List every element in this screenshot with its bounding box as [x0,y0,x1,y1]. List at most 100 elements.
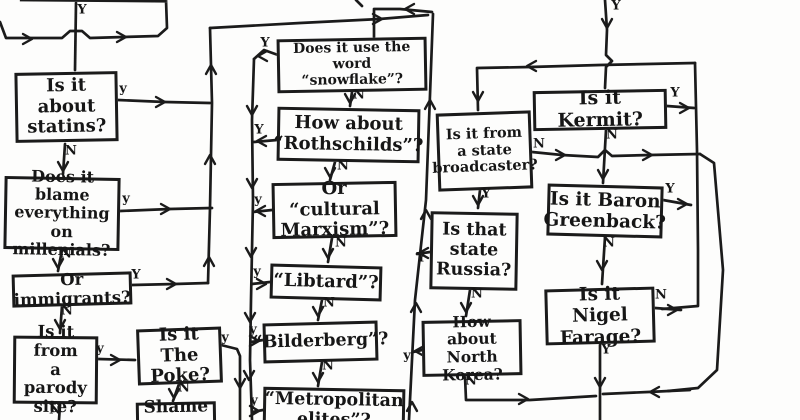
edge-label-y: y [403,348,411,364]
arrowhead-right [678,101,691,115]
node-rothschilds: How about “Rothschilds”? [273,106,424,164]
arrowhead-down [471,90,485,103]
arrowhead-down [245,104,259,117]
edge-label-N: N [335,235,347,251]
arrowhead-right [666,303,679,317]
edge-right-riser-inner [660,61,700,311]
edge-label-Y: Y [77,2,87,18]
edge-label-N: N [49,402,61,418]
node-parody: Is it from a parody site? [12,322,99,416]
node-label: Does it use the word “snowflake”? [292,39,411,89]
edge-label-y: y [254,192,262,208]
edge-right-riser-outer [666,152,725,393]
edge-label-Y: Y [601,342,611,358]
node-met-elites: “Metropolitan elites”? [262,386,406,420]
edge-label-N: N [655,287,667,303]
node-label: “Libtard”? [273,269,379,294]
node-label: “Bilderberg”? [252,329,389,353]
arrowhead-right [255,277,268,291]
arrowhead-down [459,301,473,314]
edge-label-N: N [603,235,615,251]
arrowhead-left [256,49,269,63]
edge-label-y: y [221,330,229,346]
arrowhead-up [423,98,437,111]
node-label: Shame on [143,396,209,420]
arrowhead-left [254,204,267,218]
arrowhead-left [413,344,426,358]
arrowhead-down [471,194,485,207]
edge-mid-dropline [248,57,256,420]
edge-label-N: N [60,246,72,262]
arrowhead-down [311,305,325,318]
node-statins: Is it about statins? [14,71,119,143]
edge-label-N: N [322,358,334,374]
arrowhead-right [154,95,167,109]
edge-label-Y: Y [611,0,621,14]
node-label: How about “Rothschilds”? [273,112,424,157]
arrowhead-down [53,318,67,331]
arrowhead-up [419,208,433,221]
arrowhead-down [343,92,357,105]
edge-label-y: y [122,191,130,207]
edge-bottom-run-left [601,388,692,396]
arrowhead-down [323,166,337,179]
arrowhead-right [371,12,384,26]
node-shame: Shame on [135,396,217,420]
arrowhead-left [648,385,661,399]
node-snowflake: Does it use the word “snowflake”? [276,36,428,94]
edge-label-N: N [465,373,477,389]
arrowhead-up [405,400,419,413]
arrowhead-down [600,17,614,30]
edge-label-y: y [96,341,104,357]
node-millenials: Does it blame everything on millenials? [3,166,121,260]
node-marxism: Or “cultural Marxism”? [271,178,398,242]
edge-label-N: N [353,87,365,103]
edge-label-N: N [178,380,190,396]
edge-label-y: y [249,322,257,338]
arrowhead-right [517,392,530,406]
node-label: Or “cultural Marxism”? [280,178,390,242]
arrowhead-down [51,257,65,270]
node-greenback: Is it Baron Greenback? [543,183,666,239]
arrowhead-right [159,202,172,216]
arrowhead-right [109,353,122,367]
arrowhead-right [248,404,261,418]
arrowhead-down [311,371,325,384]
edge-top-connector [0,0,169,40]
arrowhead-up [203,153,217,166]
node-north-korea: How about North Korea? [421,311,523,384]
node-russia: Is that state Russia? [429,211,519,291]
arrowhead-right [641,148,654,162]
edge-parody-n [57,403,62,420]
node-farage: Is it Nigel Farage? [544,284,656,349]
edge-label-Y: Y [665,181,675,197]
edge-label-N: N [471,286,483,302]
edge-libtard-y [250,280,272,286]
edge-label-Y: Y [670,85,680,101]
node-label: Is it The Poke? [150,323,211,388]
node-kermit: Is it Kermit? [532,87,668,132]
arrowhead-down [245,177,259,190]
edge-greenback-n [600,235,607,286]
arrowhead-down [242,369,256,382]
node-poke: Is it The Poke? [136,323,223,388]
arrowhead-down [167,387,181,400]
edge-label-Y: Y [254,122,264,138]
edge-kermit-n [601,128,608,185]
edge-label-N: N [65,143,77,159]
edge-label-y: y [253,264,261,280]
arrowhead-right [554,148,567,162]
edge-label-N: N [323,295,335,311]
arrowhead-right [115,30,128,44]
edge-label-Y: Y [260,35,270,51]
arrowhead-up [204,63,218,76]
edge-top-mid-stub [354,0,364,8]
arrowhead-down [321,247,335,260]
arrowhead-down [243,311,257,324]
edge-nk-n-bottom [463,374,598,402]
arrowhead-down [596,168,610,181]
arrowhead-up [202,255,216,268]
arrowhead-right [21,32,34,46]
edge-label-y: y [250,393,258,409]
